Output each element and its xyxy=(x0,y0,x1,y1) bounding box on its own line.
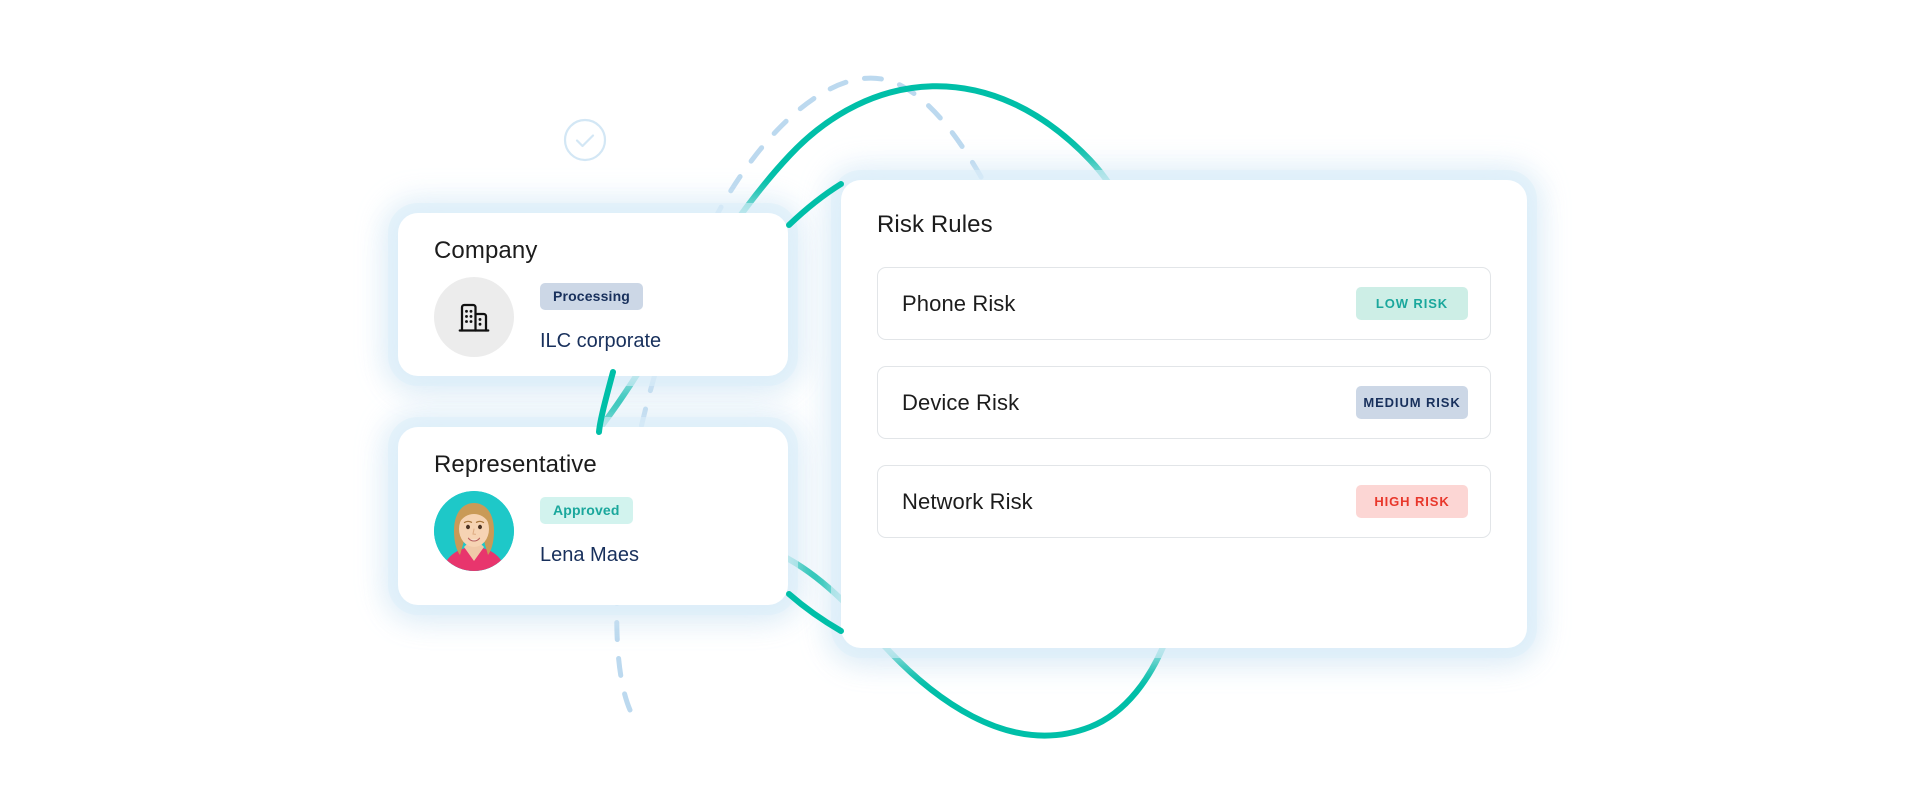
company-name: ILC corporate xyxy=(540,330,662,352)
representative-card-title: Representative xyxy=(434,451,597,478)
risk-badge-low: LOW RISK xyxy=(1356,287,1468,320)
risk-row-label: Phone Risk xyxy=(902,290,1016,316)
risk-row-network[interactable]: Network Risk HIGH RISK xyxy=(877,465,1491,538)
risk-rules-panel: Risk Rules Phone Risk LOW RISK Device Ri… xyxy=(841,180,1527,648)
person-avatar xyxy=(434,491,514,571)
risk-row-phone[interactable]: Phone Risk LOW RISK xyxy=(877,267,1491,340)
company-status-badge: Processing xyxy=(540,283,643,310)
representative-status-badge: Approved xyxy=(540,497,633,524)
company-card-title: Company xyxy=(434,237,538,264)
company-avatar xyxy=(434,277,514,357)
teal-curve-segment-mid xyxy=(596,369,616,435)
risk-rules-title: Risk Rules xyxy=(877,211,993,238)
risk-badge-medium: MEDIUM RISK xyxy=(1356,386,1468,419)
teal-curve-segment-bottom xyxy=(786,591,844,634)
risk-row-device[interactable]: Device Risk MEDIUM RISK xyxy=(877,366,1491,439)
risk-row-label: Device Risk xyxy=(902,389,1020,415)
building-icon xyxy=(458,303,490,332)
representative-card[interactable]: Representative xyxy=(398,427,788,605)
risk-badge-high: HIGH RISK xyxy=(1356,485,1468,518)
company-card[interactable]: Company Processing ILC corporate xyxy=(398,213,788,376)
check-circle-icon xyxy=(563,118,607,162)
representative-name: Lena Maes xyxy=(540,544,639,566)
risk-row-label: Network Risk xyxy=(902,488,1033,514)
teal-curve-segment-top xyxy=(786,181,844,228)
